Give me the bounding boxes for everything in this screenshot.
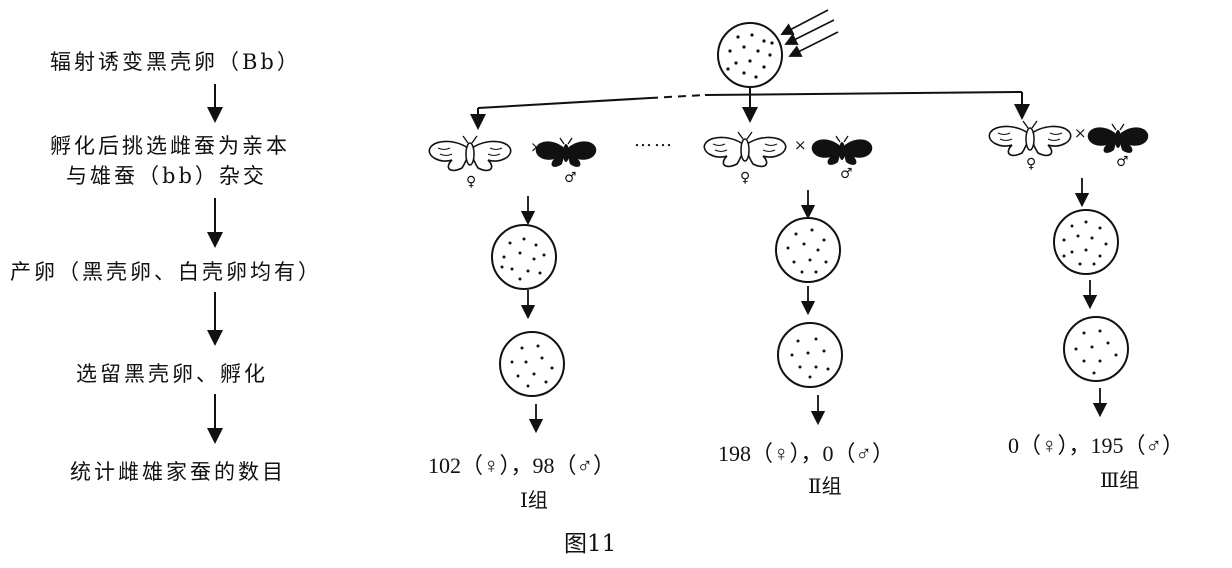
flow-step-2b: 与雄蚕（bb）杂交 (66, 164, 267, 188)
cross-group-3 (988, 120, 1149, 157)
male-silkmoth-icon (811, 135, 873, 166)
cross-group-2 (703, 131, 873, 168)
egg-icon (491, 224, 557, 290)
egg-icon (1053, 209, 1119, 275)
male-silkmoth-icon (1087, 123, 1149, 154)
female-silkmoth-icon (428, 135, 512, 172)
group-count-3: 0（♀），195（♂） (1008, 433, 1185, 458)
egg-icon-top (717, 22, 783, 88)
male-symbol: ♂ (1116, 154, 1129, 170)
group-label-1: Ⅰ组 (520, 488, 548, 512)
flow-step-1: 辐射诱变黑壳卵（Bb） (50, 50, 301, 74)
female-silkmoth-icon (988, 120, 1072, 157)
group-count-2: 198（♀），0（♂） (718, 441, 895, 466)
male-silkmoth-icon (535, 137, 597, 168)
flow-step-4: 选留黑壳卵、孵化 (76, 362, 268, 386)
figure-caption: 图11 (564, 531, 617, 557)
flow-step-3: 产卵（黑壳卵、白壳卵均有） (10, 260, 322, 284)
female-symbol: ♀ (1026, 156, 1037, 172)
female-silkmoth-icon (703, 131, 787, 168)
egg-icon (775, 217, 841, 283)
female-symbol: ♀ (740, 170, 751, 186)
cross-symbol: × (1074, 124, 1087, 142)
radiation-rays-icon (780, 9, 839, 57)
cross-symbol: × (794, 136, 807, 154)
group-label-2: Ⅱ组 (808, 474, 842, 498)
cross-symbol: × (530, 138, 543, 156)
female-symbol: ♀ (466, 174, 477, 190)
group-label-3: Ⅲ组 (1100, 468, 1140, 492)
branch-lines (470, 87, 1030, 130)
male-symbol: ♂ (840, 166, 853, 182)
flow-step-2a: 孵化后挑选雌蚕为亲本 (50, 134, 290, 158)
ellipsis: …… (634, 130, 674, 151)
flow-step-5: 统计雌雄家蚕的数目 (70, 460, 286, 484)
egg-icon (777, 322, 843, 388)
egg-icon (499, 331, 565, 397)
group-count-1: 102（♀），98（♂） (428, 453, 616, 478)
cross-group-1 (428, 135, 597, 172)
male-symbol: ♂ (564, 170, 577, 186)
column-arrows (520, 178, 1108, 434)
egg-icon (1063, 316, 1129, 382)
